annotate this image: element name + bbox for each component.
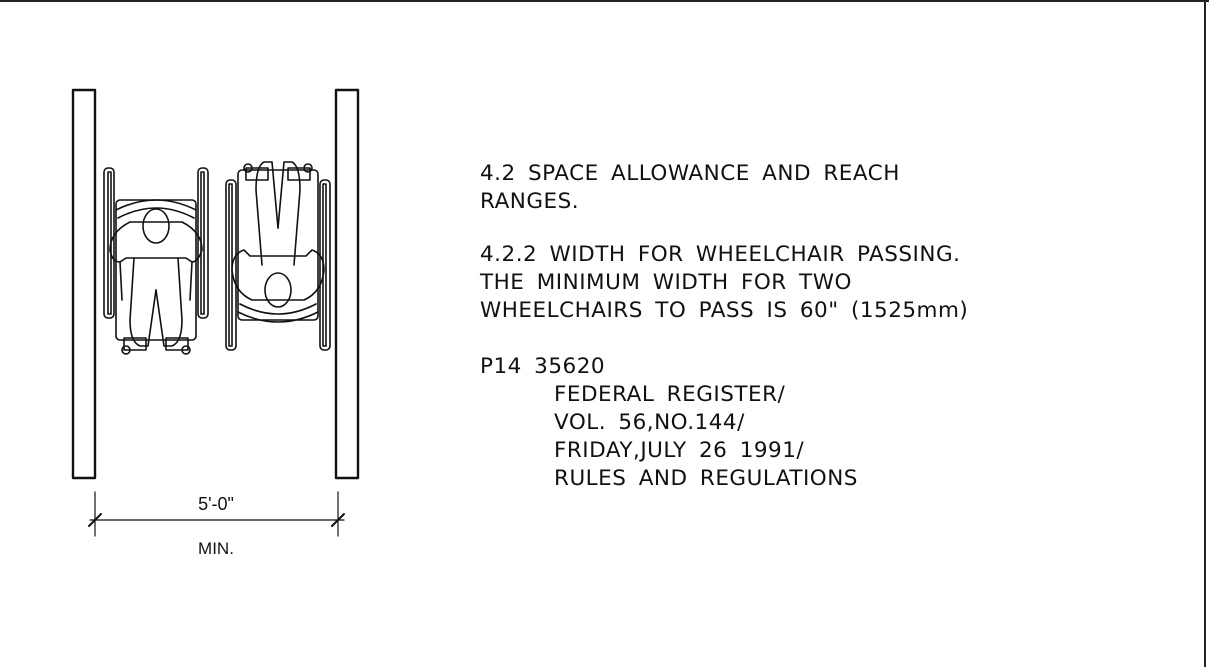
section-title-line: RANGES. <box>480 189 580 214</box>
reference-code: P14 35620 <box>480 354 606 379</box>
notes-block: 4.2 SPACE ALLOWANCE AND REACH RANGES. 4.… <box>480 160 1080 493</box>
left-wheelchair-icon <box>103 167 209 355</box>
dimension-qualifier-label: MIN. <box>198 539 234 558</box>
subsection-text-line: WHEELCHAIRS TO PASS IS 60" (1525mm) <box>480 298 969 323</box>
left-wall <box>71 88 97 480</box>
right-wheelchair-icon <box>225 161 331 351</box>
dimension-line <box>88 491 345 537</box>
dimension-value-label: 5'-0" <box>198 494 234 514</box>
subsection-text-line: THE MINIMUM WIDTH FOR TWO <box>480 270 852 295</box>
source-citation-line: RULES AND REGULATIONS <box>554 466 858 491</box>
subsection-text-line: 4.2.2 WIDTH FOR WHEELCHAIR PASSING. <box>480 242 961 267</box>
right-wall <box>334 88 360 480</box>
source-citation-line: VOL. 56,NO.144/ <box>554 410 745 435</box>
section-title-line: 4.2 SPACE ALLOWANCE AND REACH <box>480 161 900 186</box>
sheet-right-border <box>1204 0 1206 667</box>
sheet-top-border <box>0 0 1209 2</box>
source-citation-line: FRIDAY,JULY 26 1991/ <box>554 438 805 463</box>
source-citation-line: FEDERAL REGISTER/ <box>554 382 786 407</box>
